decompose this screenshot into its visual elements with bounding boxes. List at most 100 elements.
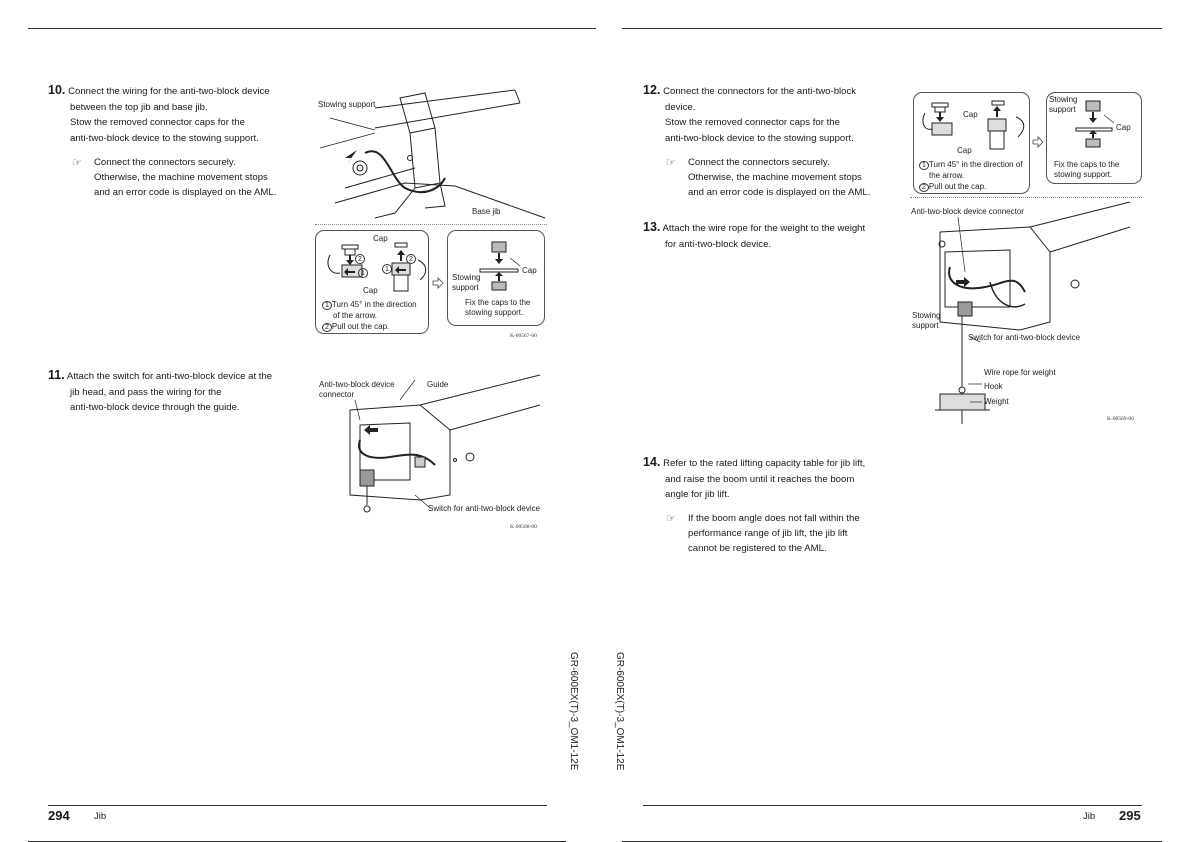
hollow-arrow-icon — [1032, 136, 1044, 148]
mark-text: 2 — [358, 256, 362, 263]
cap-right-label: Cap — [522, 266, 537, 275]
step-11-line-2: jib head, and pass the wiring for the — [70, 386, 222, 398]
instr-2-right-text: Pull out the cap. — [928, 182, 987, 191]
instr-2-text: Pull out the cap. — [331, 322, 390, 331]
step-12: 12. Connect the connectors for the anti-… — [643, 83, 856, 146]
figure-code-2: K-00568-00 — [510, 524, 537, 530]
instr-1-right-text: Turn 45° in the direction of — [928, 160, 1023, 169]
note-line: Connect the connectors securely. — [94, 157, 236, 168]
support-label-weight: support — [912, 321, 939, 330]
mark-text: 1 — [385, 266, 389, 273]
label-base-jib: Base jib — [472, 207, 501, 216]
step-14: 14. Refer to the rated lifting capacity … — [643, 455, 865, 503]
stowing-support-box-label-2: support — [452, 283, 479, 292]
instr-1-text: Turn 45° in the direction — [331, 300, 417, 309]
stow-caps-diagram-right — [1075, 100, 1115, 148]
step-14-number: 14. — [643, 455, 661, 469]
step-12-line-1: Connect the connectors for the anti-two-… — [663, 86, 857, 97]
cap-removal-diagram — [327, 242, 427, 292]
mark-1a: 1 — [358, 268, 368, 278]
cap-a-label: Cap — [963, 110, 978, 119]
step-13-line-2: for anti-two-block device. — [665, 238, 772, 250]
cap-bottom-label: Cap — [363, 286, 378, 295]
connector-label-2: connector — [319, 390, 355, 399]
right-bottom-rule — [643, 805, 1142, 806]
pointing-hand-icon: ☞ — [72, 157, 82, 169]
stow-caps-box-right — [1046, 92, 1142, 184]
mark-text: 1 — [361, 270, 365, 277]
hook-label: Hook — [984, 382, 1003, 391]
note-line: and an error code is displayed on the AM… — [688, 187, 871, 198]
connector-label-right: Anti-two-block device connector — [911, 207, 1024, 216]
step-11: 11. Attach the switch for anti-two-block… — [48, 368, 272, 416]
mark-text: 2 — [322, 323, 332, 332]
fix-caps-right: Fix the caps to the — [1054, 160, 1120, 169]
step-13-number: 13. — [643, 220, 661, 234]
step-10-line-1: Connect the wiring for the anti-two-bloc… — [68, 86, 270, 97]
fix-caps-label: Fix the caps to the — [465, 298, 531, 307]
note-line: Otherwise, the machine movement stops — [688, 172, 862, 183]
jib-head-drawing — [349, 374, 541, 513]
pointing-hand-icon: ☞ — [666, 157, 676, 169]
note-line: Connect the connectors securely. — [688, 157, 830, 168]
step-10-line-4: anti-two-block device to the stowing sup… — [70, 132, 259, 144]
stowing-label-weight: Stowing — [912, 311, 941, 320]
step-10: 10. Connect the wiring for the anti-two-… — [48, 83, 270, 146]
step-13: 13. Attach the wire rope for the weight … — [643, 220, 865, 252]
step-12-line-3: Stow the removed connector caps for the — [665, 117, 840, 128]
right-page-number: 295 — [1119, 808, 1141, 823]
step-14-line-1: Refer to the rated lifting capacity tabl… — [663, 458, 866, 469]
pointing-hand-icon: ☞ — [666, 513, 676, 525]
stow-caps-diagram — [479, 241, 521, 291]
jib-connection-drawing — [319, 89, 546, 219]
guide-label: Guide — [427, 380, 449, 389]
cap-removal-box — [315, 230, 429, 334]
step-12-line-2: device. — [665, 101, 696, 113]
mark-1b: 1 — [382, 264, 392, 274]
figure-code-1: K-00567-00 — [510, 333, 537, 339]
step-12-number: 12. — [643, 83, 661, 97]
left-bottom-rule — [48, 805, 547, 806]
stowing-label-right: Stowing — [1049, 95, 1078, 104]
fix-caps-label-2: stowing support. — [465, 308, 524, 317]
step-10-line-2: between the top jib and base jib. — [70, 101, 208, 113]
left-top-rule — [28, 28, 596, 29]
cap-right-label-2: Cap — [1116, 123, 1131, 132]
left-doc-code: GR-600EX(T)-3_OM1-12E — [568, 652, 579, 771]
step-14-line-3: angle for jib lift. — [665, 489, 730, 500]
cap-b-label: Cap — [957, 146, 972, 155]
mark-text: 2 — [919, 183, 929, 192]
stowing-support-box-label: Stowing — [452, 273, 481, 282]
left-page-number: 294 — [48, 808, 70, 823]
switch-label: Switch for anti-two-block device — [428, 504, 541, 513]
hollow-arrow-icon — [432, 277, 444, 289]
note-line: performance range of jib lift, the jib l… — [688, 528, 848, 539]
weight-drawing — [935, 201, 1131, 424]
step-12-note: ☞ Connect the connectors securely. Other… — [666, 155, 870, 200]
step-11-number: 11. — [48, 368, 65, 382]
mark-2b: 2 — [406, 254, 416, 264]
step-11-line-3: anti-two-block device through the guide. — [70, 402, 240, 413]
right-section-name: Jib — [1083, 811, 1096, 822]
note-line: cannot be registered to the AML. — [688, 543, 827, 554]
mark-text: 2 — [409, 256, 413, 263]
label-stowing-support: Stowing support — [318, 100, 376, 109]
switch-label-right: Switch for anti-two-block device — [968, 333, 1081, 342]
mark-text: 1 — [919, 161, 929, 170]
mark-2a: 2 — [355, 254, 365, 264]
step-14-line-2: and raise the boom until it reaches the … — [665, 473, 855, 485]
right-top-rule — [622, 28, 1162, 29]
step-11-line-1: Attach the switch for anti-two-block dev… — [66, 371, 273, 382]
step-12-line-4: anti-two-block device to the stowing sup… — [665, 132, 854, 144]
figure-divider-right — [910, 197, 1142, 198]
instr-1b-right: the arrow. — [929, 171, 965, 180]
wire-rope-label: Wire rope for weight — [984, 368, 1056, 377]
step-10-line-3: Stow the removed connector caps for the — [70, 117, 245, 128]
weight-label: Weight — [984, 397, 1009, 406]
right-doc-code: GR-600EX(T)-3_OM1-12E — [614, 652, 625, 771]
step-10-note: ☞ Connect the connectors securely. Other… — [72, 155, 276, 200]
